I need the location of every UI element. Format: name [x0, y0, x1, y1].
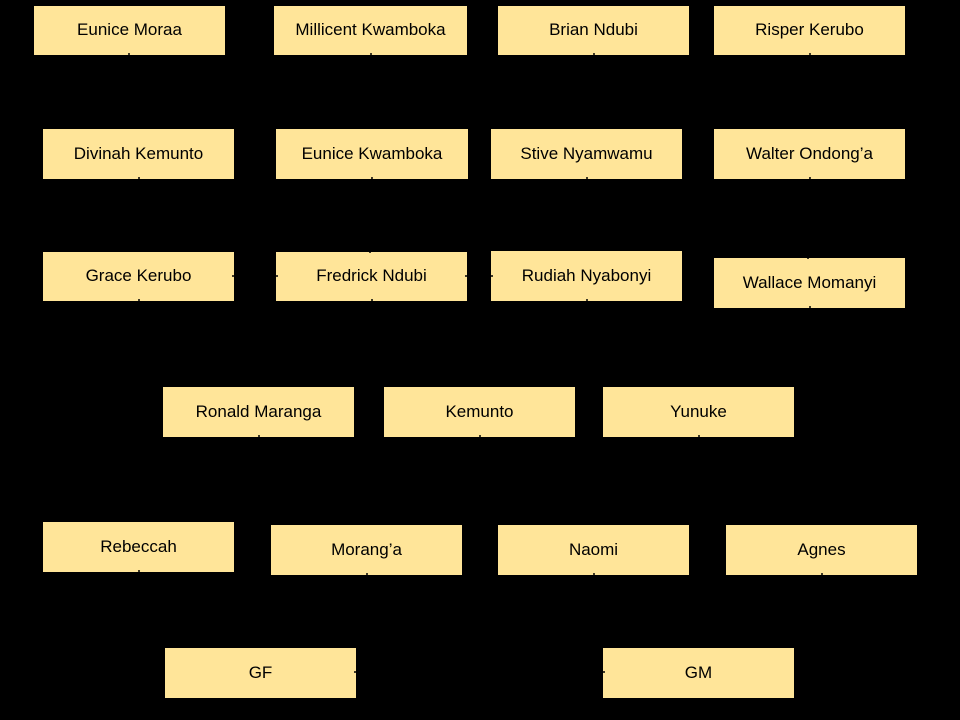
tree-node-rebeccah[interactable]: Rebeccah: [42, 521, 235, 573]
tree-node-grace-kerubo[interactable]: Grace Kerubo: [42, 251, 235, 302]
tree-node-eunice-moraa[interactable]: Eunice Moraa: [33, 5, 226, 56]
tree-node-millicent-kwamboka[interactable]: Millicent Kwamboka: [273, 5, 468, 56]
tree-node-agnes[interactable]: Agnes: [725, 524, 918, 576]
tree-node-kemunto[interactable]: Kemunto: [383, 386, 576, 438]
tree-node-eunice-kwamboka[interactable]: Eunice Kwamboka: [275, 128, 469, 180]
tree-node-naomi[interactable]: Naomi: [497, 524, 690, 576]
tree-node-walter-ondong-a[interactable]: Walter Ondong’a: [713, 128, 906, 180]
tree-node-morang-a[interactable]: Morang’a: [270, 524, 463, 576]
tree-node-fredrick-ndubi[interactable]: Fredrick Ndubi: [275, 251, 468, 302]
tree-node-gf[interactable]: GF: [164, 647, 357, 699]
tree-node-risper-kerubo[interactable]: Risper Kerubo: [713, 5, 906, 56]
tree-node-brian-ndubi[interactable]: Brian Ndubi: [497, 5, 690, 56]
tree-node-stive-nyamwamu[interactable]: Stive Nyamwamu: [490, 128, 683, 180]
tree-node-gm[interactable]: GM: [602, 647, 795, 699]
tree-node-rudiah-nyabonyi[interactable]: Rudiah Nyabonyi: [490, 250, 683, 302]
tree-node-wallace-momanyi[interactable]: Wallace Momanyi: [713, 257, 906, 309]
connector-line: [369, 176, 373, 254]
tree-node-ronald-maranga[interactable]: Ronald Maranga: [162, 386, 355, 438]
tree-node-divinah-kemunto[interactable]: Divinah Kemunto: [42, 128, 235, 180]
connector-line: [807, 176, 811, 260]
tree-node-yunuke[interactable]: Yunuke: [602, 386, 795, 438]
